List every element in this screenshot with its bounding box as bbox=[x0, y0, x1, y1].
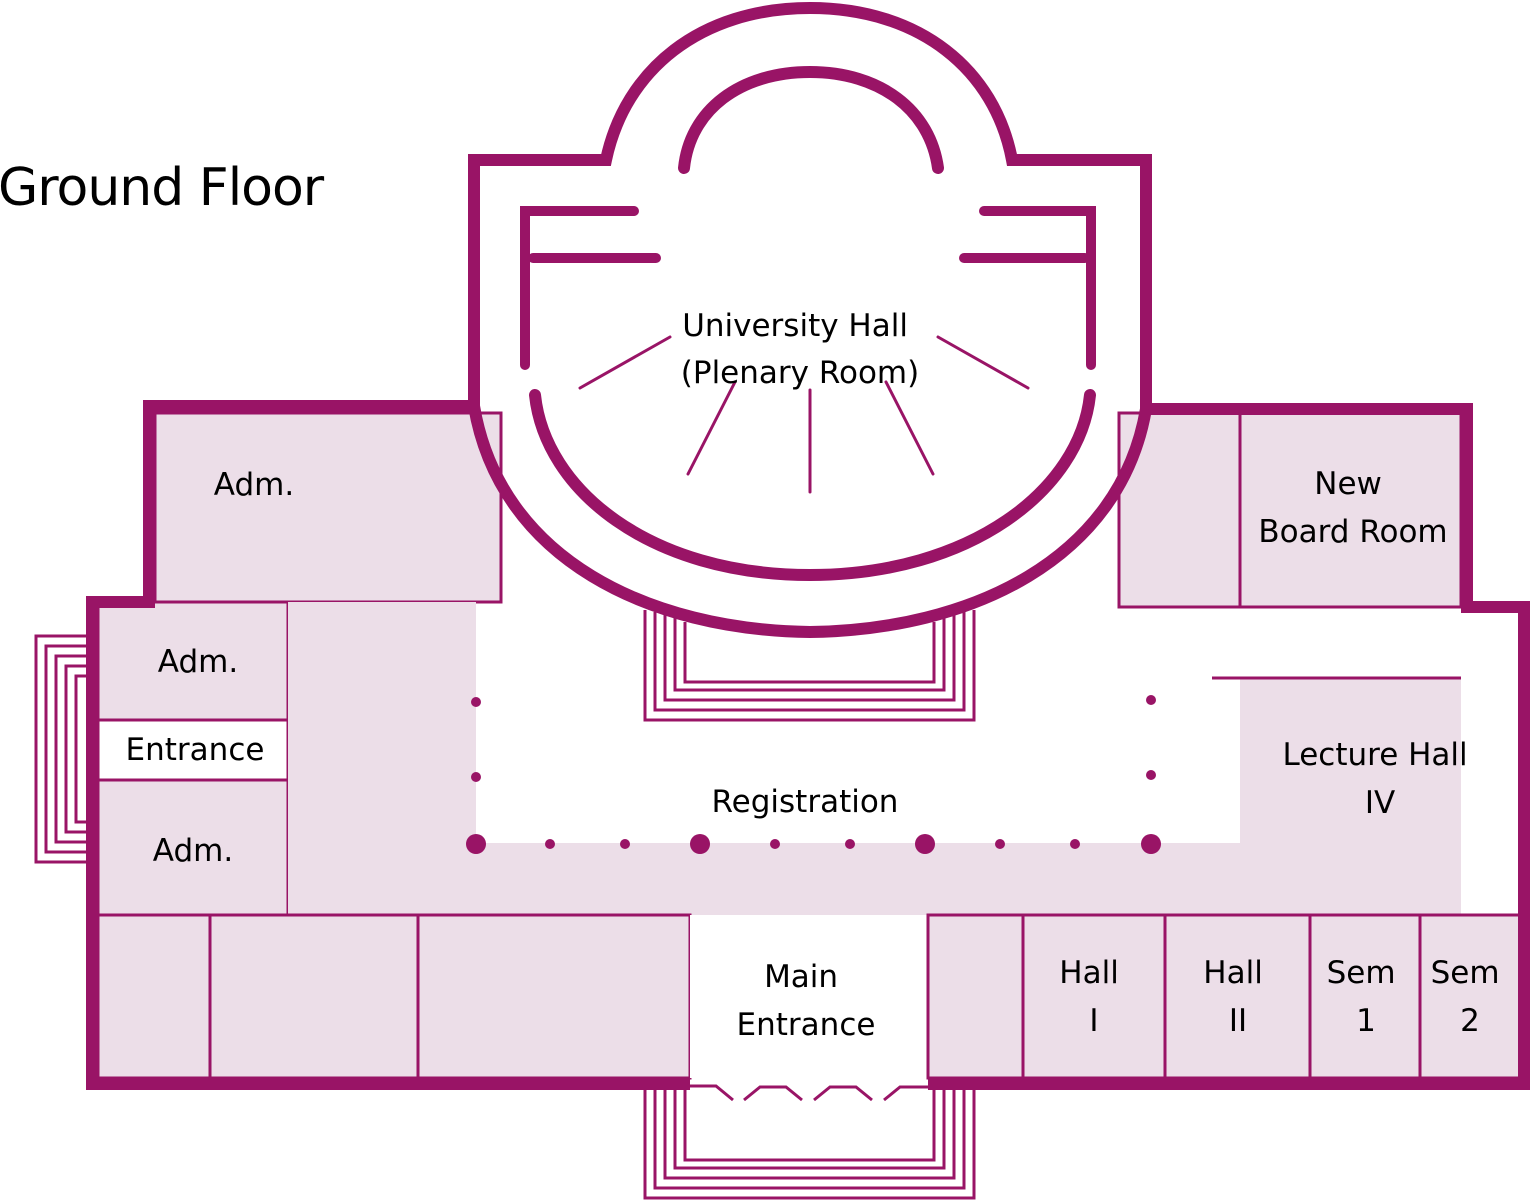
room-bottom-1[interactable] bbox=[96, 913, 212, 1080]
label-sem-1: Sem 1 bbox=[1327, 955, 1406, 1039]
room-side-entrance[interactable] bbox=[96, 718, 290, 782]
column-dot bbox=[770, 839, 780, 849]
room-fills bbox=[96, 411, 1522, 1080]
label-hall-1: Hall I bbox=[1059, 955, 1128, 1039]
main-entrance-doors bbox=[690, 1084, 928, 1102]
column-dot bbox=[466, 834, 486, 854]
room-adm-mid[interactable] bbox=[96, 600, 290, 722]
column-dot bbox=[620, 839, 630, 849]
room-sem-2[interactable] bbox=[1418, 913, 1522, 1080]
column-dot bbox=[471, 697, 481, 707]
stairs-top bbox=[643, 610, 976, 722]
room-sem-1[interactable] bbox=[1308, 913, 1422, 1080]
label-adm-top: Adm. bbox=[214, 467, 294, 503]
column-dot bbox=[1146, 695, 1156, 705]
column-dot bbox=[545, 839, 555, 849]
labels: University Hall (Plenary Room) Adm. Adm.… bbox=[126, 308, 1510, 1043]
stairs-left bbox=[34, 634, 90, 864]
column-dot bbox=[1141, 834, 1161, 854]
room-bottom-4[interactable] bbox=[926, 913, 1025, 1080]
floor-title: Ground Floor bbox=[0, 158, 324, 218]
label-hall-2: Hall II bbox=[1203, 955, 1272, 1039]
label-new-board-room: New Board Room bbox=[1258, 466, 1447, 550]
label-side-entrance: Entrance bbox=[126, 732, 265, 768]
stairs-bottom bbox=[643, 1088, 976, 1200]
room-bottom-2[interactable] bbox=[208, 913, 420, 1080]
label-sem-2: Sem 2 bbox=[1431, 955, 1510, 1039]
label-main-entrance: Main Entrance bbox=[737, 959, 876, 1043]
label-university-hall: University Hall (Plenary Room) bbox=[681, 308, 919, 391]
column-dot bbox=[1146, 770, 1156, 780]
room-hall-2[interactable] bbox=[1163, 913, 1312, 1080]
column-dot bbox=[471, 772, 481, 782]
column-dot bbox=[915, 834, 935, 854]
label-adm-low: Adm. bbox=[153, 833, 233, 869]
room-bottom-3[interactable] bbox=[416, 913, 692, 1080]
column-dot bbox=[1070, 839, 1080, 849]
label-registration: Registration bbox=[712, 784, 899, 820]
column-dot bbox=[995, 839, 1005, 849]
room-main-entrance[interactable] bbox=[690, 915, 928, 1078]
university-hall-interior bbox=[520, 65, 1096, 582]
label-lecture-hall-iv: Lecture Hall IV bbox=[1282, 737, 1477, 821]
room-hall-1[interactable] bbox=[1021, 913, 1167, 1080]
outer-walls bbox=[86, 1, 1530, 1090]
label-adm-mid: Adm. bbox=[158, 644, 238, 680]
room-adm-top[interactable] bbox=[153, 411, 503, 604]
room-new-board-room[interactable] bbox=[1238, 411, 1463, 609]
registration-columns bbox=[466, 695, 1161, 854]
column-dot bbox=[845, 839, 855, 849]
room-lecture-hall-iv[interactable] bbox=[1240, 678, 1461, 915]
column-dot bbox=[690, 834, 710, 854]
